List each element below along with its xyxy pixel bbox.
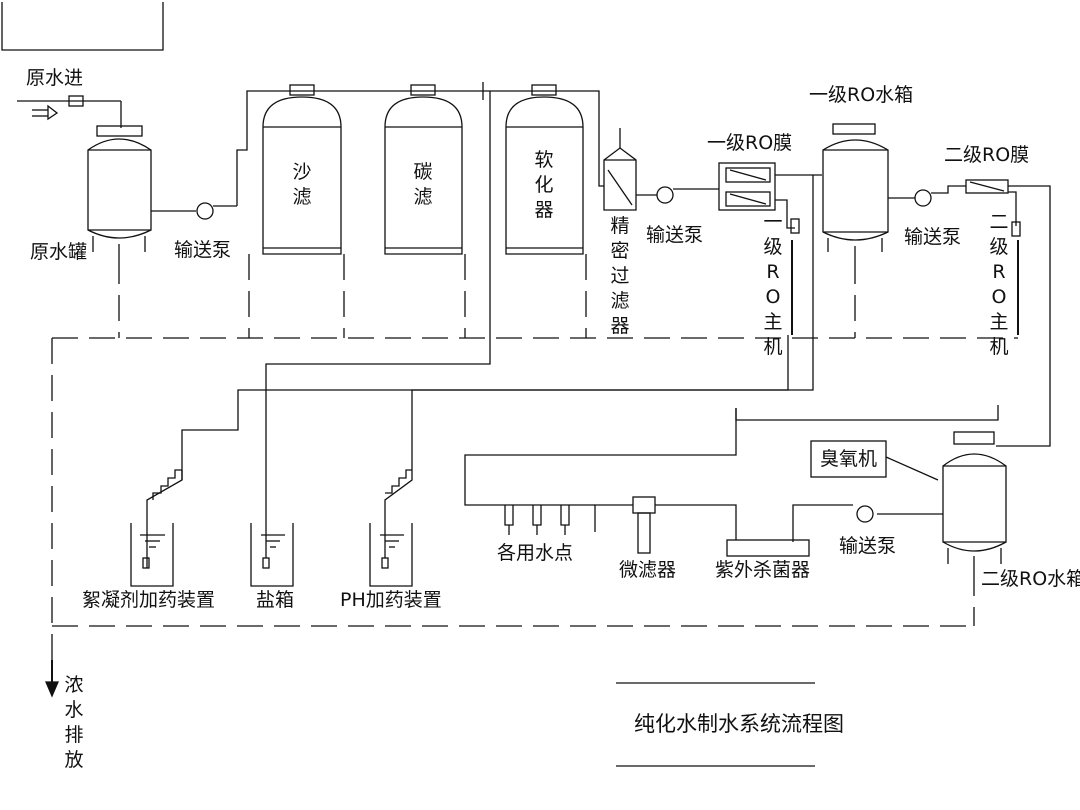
sand-filter-label: 沙滤 [292,161,312,208]
flocculant-label: 絮凝剂加药装置 [82,589,216,611]
ro-host-1-label: 一级RO主机 [763,211,783,358]
ozone-machine-label: 臭氧机 [820,448,878,470]
micro-filter-label: 微滤器 [619,559,677,581]
pump-4-label: 输送泵 [839,535,897,557]
carbon-filter [384,84,463,255]
ro-host-2-label: 二级RO主机 [989,211,1009,358]
diagram-title: 纯化水制水系统流程图 [634,712,844,736]
pump-3-label: 输送泵 [904,226,962,248]
micro-filter [632,496,656,554]
sand-filter [262,84,342,255]
ph-dosing-label: PH加药装置 [340,589,442,611]
salt-tank-label: 盐箱 [256,589,295,611]
salt-tank [250,91,491,587]
raw-water-inlet-label: 原水进 [26,67,84,89]
ro-tank-2-label: 二级RO水箱 [981,568,1080,590]
drain-lines [51,254,1018,660]
flocculant-dosing-device [130,469,183,587]
precision-filter [603,128,637,211]
ro-membrane-2 [965,179,1009,194]
pump-3 [914,189,932,207]
ro-tank-1 [822,123,889,258]
pump-1 [196,202,214,220]
ro-tank-1-label: 一级RO水箱 [809,84,914,106]
ozone-machine-box [810,440,887,478]
ro-membrane-1-label: 一级RO膜 [707,132,793,154]
raw-water-tank [87,125,152,258]
ph-dosing-device [369,335,789,587]
softener-label: 软化器 [534,149,554,221]
drain-label: 浓水排放 [64,674,84,771]
ro-tank-2 [942,431,1007,570]
inlet-valve [68,95,84,107]
carbon-filter-label: 碳滤 [413,161,433,208]
uv-sterilizer-label: 紫外杀菌器 [715,559,811,581]
softener [505,84,584,255]
pump-1-label: 输送泵 [174,239,232,261]
pump-2-label: 输送泵 [646,224,704,246]
drain-arrow [45,681,59,698]
corner-box [1,2,164,51]
pump-2 [656,186,674,204]
uv-sterilizer [726,539,810,557]
ro-membrane-1 [718,162,776,211]
ro-membrane-2-label: 二级RO膜 [944,144,1030,166]
pump-4 [856,505,874,523]
inlet-arrow-head [47,104,59,121]
raw-water-tank-label: 原水罐 [30,241,88,263]
standby-points-label: 各用水点 [497,542,574,564]
precision-filter-label: 精密过滤器 [610,215,630,337]
standby-water-points [504,505,570,535]
